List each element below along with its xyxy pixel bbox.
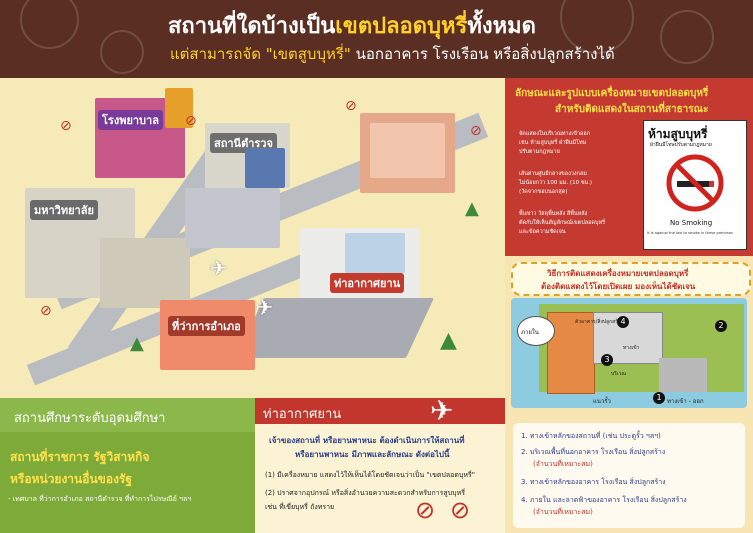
note3-line3: และข้อความชัดเจน (519, 229, 566, 235)
marker-3: 3 (601, 354, 613, 366)
list-item-3: 3. ทางเข้าหลักของอาคาร โรงเรือน สิ่งปลูก… (521, 478, 666, 486)
note3-line2: ตัดกับให้เห็นสัญลักษณ์เขตปลอดบุหรี่ (519, 220, 606, 226)
note2-line2: ไม่น้อยกว่า 100 มม. (10 ซม.) (519, 180, 593, 186)
list-item-2-note: (จำนวนที่เหมาะสม) (533, 460, 593, 468)
placement-list: 1. ทางเข้าหลักของสถานที่ (เช่น ประตูรั้ว… (513, 423, 745, 528)
airport-item1: (1) มีเครื่องหมาย แสดงไว้ให้เห็นได้โดยชั… (265, 471, 475, 479)
no-smoking-symbol-icon (666, 154, 724, 212)
decor-circle (100, 30, 144, 74)
no-smoking-icon: ⊘ (470, 123, 482, 139)
airport-label: ท่าอากาศยาน (330, 273, 405, 293)
airport-panel: ท่าอากาศยาน ✈ เจ้าของสถานที่ หรือยานพาหน… (255, 394, 505, 533)
parking-lot (185, 188, 280, 248)
govt-office-label: ที่ว่าการอำเภอ (168, 316, 245, 336)
note1-line2: เช่น ห้ามสูบบุหรี่ ฝ่าฝืนมีโทษ (519, 140, 587, 146)
floorplan-building-label: ตัวอาคาร/สิ่งปลูกสร้าง (575, 319, 624, 325)
government-line2: หรือหน่วยงานอื่นของรัฐ (10, 472, 132, 486)
airport-item2a: (2) ปราศจากอุปกรณ์ หรือสิ่งอำนวยความสะดว… (265, 489, 465, 497)
fence-label: แนวรั้ว (593, 398, 611, 405)
display-method-box: วิธีการติดแสดงเครื่องหมายเขตปลอดบุหรี่ ต… (511, 262, 751, 296)
higher-education-panel: สถานศึกษาระดับอุดมศึกษา สถานที่ราชการ รั… (0, 398, 255, 533)
list-item-4-note: (จำนวนที่เหมาะสม) (533, 508, 593, 516)
inside-label: ภายใน (521, 329, 539, 336)
note2-line3: (วัดจากขอบนอกสุด) (519, 189, 568, 195)
university-label: มหาวิทยาลัย (30, 200, 98, 220)
hospital-tower (165, 88, 193, 128)
no-smoking-sign: ห้ามสูบบุหรี่ ฝ่าฝืนมีโทษปรับตามกฎหมาย N… (643, 120, 747, 250)
sign-guidelines-column: ลักษณะและรูปแบบเครื่องหมายเขตปลอดบุหรี่ … (505, 78, 753, 533)
office-windows (370, 123, 445, 178)
sign-fine-text: It is against the law to smoke in these … (647, 231, 733, 235)
tree-icon: ▲ (130, 333, 144, 354)
header-banner: สถานที่ใดบ้างเป็นเขตปลอดบุหรี่ทั้งหมด แต… (0, 0, 753, 78)
government-line1: สถานที่ราชการ รัฐวิสาหกิจ (10, 450, 150, 464)
floorplan-parking (659, 358, 707, 392)
note1-line3: ปรับตามกฎหมาย (519, 149, 560, 155)
airport-body-line1: เจ้าของสถานที่ หรือยานพาหนะ ต้องดำเนินกา… (269, 436, 465, 445)
marker-2: 2 (715, 320, 727, 332)
airplane-icon: ✈ (430, 394, 454, 427)
sign-subtitle: ฝ่าฝืนมีโทษปรับตามกฎหมาย (650, 142, 712, 148)
sign-heading-line2: สำหรับติดแสดงในสถานที่สาธารณะ (555, 104, 709, 115)
sign-specification-panel: ลักษณะและรูปแบบเครื่องหมายเขตปลอดบุหรี่ … (505, 78, 753, 256)
decor-circle (660, 10, 714, 64)
airport-tower (345, 233, 405, 273)
floorplan-door-label: ทางเข้า (623, 345, 640, 351)
tree-icon: ▲ (465, 198, 479, 219)
airplane-icon: ✈ (210, 256, 227, 280)
display-line1: วิธีการติดแสดงเครื่องหมายเขตปลอดบุหรี่ (547, 269, 689, 278)
no-smoking-icon: ⊘ (40, 303, 52, 319)
airplane-icon: ✈ (255, 296, 274, 321)
page-subtitle: แต่สามารถจัด "เขตสูบบุหรี่" นอกอาคาร โรง… (170, 45, 615, 63)
decor-circle (20, 0, 79, 49)
no-smoking-icon: ⊘ (60, 118, 72, 134)
entrance-label: ทางเข้า - ออก (667, 398, 704, 405)
display-line2: ต้องติดแสดงไว้โดยเปิดเผย มองเห็นได้ชัดเจ… (541, 282, 696, 291)
police-facade (245, 148, 285, 188)
sign-title: ห้ามสูบบุหรี่ (648, 127, 708, 141)
government-note: - เทศบาล ที่ว่าการอำเภอ สถานีตำรวจ ที่ทำ… (8, 495, 192, 503)
sign-heading-line1: ลักษณะและรูปแบบเครื่องหมายเขตปลอดบุหรี่ (515, 88, 709, 99)
no-smoking-icon: ⊘ (415, 496, 436, 524)
higher-education-heading: สถานศึกษาระดับอุดมศึกษา (0, 398, 255, 432)
airport-heading: ท่าอากาศยาน (255, 398, 505, 424)
list-item-4: 4. ภายใน และลาดฟ้าของอาคาร โรงเรือน สิ่ง… (521, 496, 687, 504)
note1-line1: จัดแสดงในบริเวณทางเข้าออก (519, 131, 590, 137)
floorplan-yard-label: บริเวณ (611, 371, 627, 377)
list-item-1: 1. ทางเข้าหลักของสถานที่ (เช่น ประตูรั้ว… (521, 432, 661, 440)
sign-no-smoking-text: No Smoking (670, 219, 713, 227)
hospital-label: โรงพยาบาล (98, 110, 163, 130)
marker-4: 4 (617, 316, 629, 328)
tree-icon: ▲ (440, 328, 457, 353)
page-title: สถานที่ใดบ้างเป็นเขตปลอดบุหรี่ทั้งหมด (168, 14, 536, 39)
placement-floorplan: ตัวอาคาร/สิ่งปลูกสร้าง ทางเข้า บริเวณ ภา… (511, 298, 747, 408)
no-smoking-icon: ⊘ (185, 113, 197, 129)
note3-line1: พื้นขาว วัสดุพื้นหลัง สีพื้นหลัง (519, 211, 588, 217)
list-item-2: 2. บริเวณพื้นที่นอกอาคาร โรงเรือน สิ่งปล… (521, 448, 666, 456)
note2-line1: เส้นผ่านศูนย์กลางของวงกลม (519, 171, 587, 177)
city-illustration: โรงพยาบาล สถานีตำรวจ มหาวิทยาลัย ท่าอากา… (0, 78, 505, 398)
marker-1: 1 (653, 392, 665, 404)
inside-callout (517, 316, 555, 346)
no-ashtray-icon: ⊘ (450, 496, 471, 524)
government-panel: สถานที่ราชการ รัฐวิสาหกิจ หรือหน่วยงานอื… (0, 432, 255, 533)
airport-item2b: เช่น ที่เขี่ยบุหรี่ ถังทราย (265, 503, 335, 511)
airport-body-line2: หรือยานพาหนะ มีภาพและลักษณะ ดังต่อไปนี้ (295, 450, 450, 459)
no-smoking-icon: ⊘ (345, 98, 357, 114)
university-annex (100, 238, 190, 308)
